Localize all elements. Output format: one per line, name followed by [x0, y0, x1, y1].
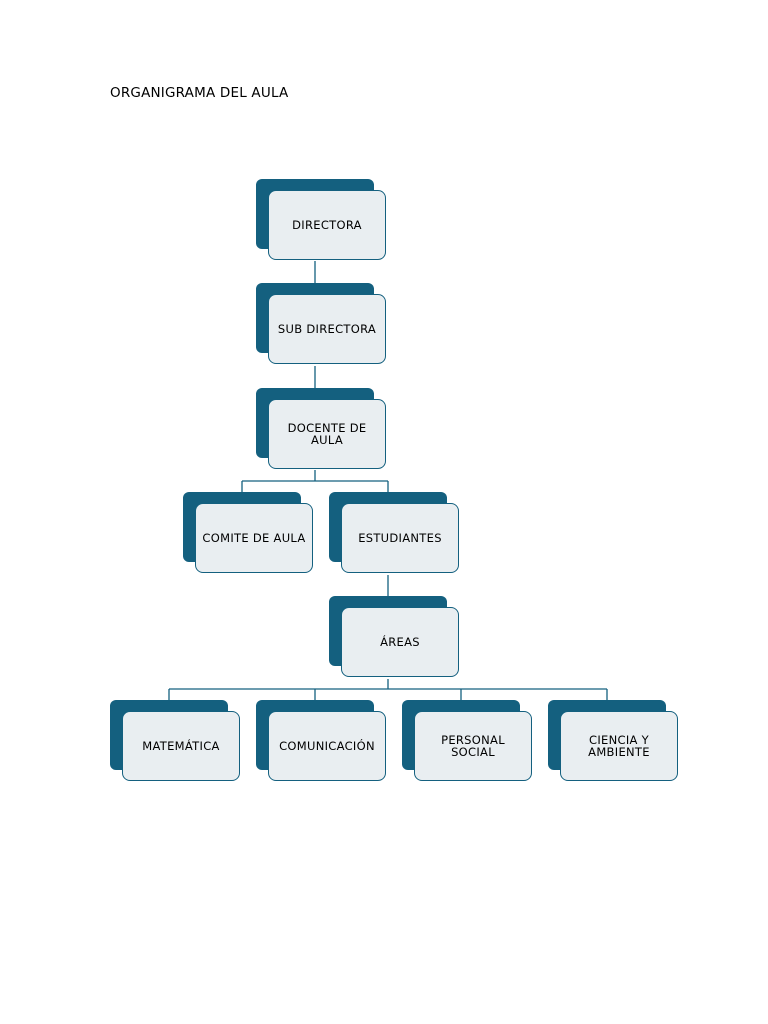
node-comite: COMITE DE AULA — [183, 492, 315, 576]
node-ciencia-label: CIENCIA Y AMBIENTE — [588, 732, 650, 759]
node-sub-directora-label: SUB DIRECTORA — [277, 321, 377, 336]
node-estudiantes-label: ESTUDIANTES — [358, 530, 442, 545]
node-directora-label: DIRECTORA — [292, 217, 362, 232]
node-docente-label: DOCENTE DE AULA — [287, 420, 367, 447]
node-ciencia: CIENCIA Y AMBIENTE — [548, 700, 680, 784]
page-title: ORGANIGRAMA DEL AULA — [110, 85, 289, 101]
node-estudiantes: ESTUDIANTES — [329, 492, 461, 576]
node-areas-label: ÁREAS — [380, 634, 420, 649]
node-comite-label: COMITE DE AULA — [202, 530, 306, 545]
node-docente: DOCENTE DE AULA — [256, 388, 388, 472]
node-directora: DIRECTORA — [256, 179, 388, 263]
node-personal-social-label: PERSONAL SOCIAL — [441, 732, 505, 759]
node-sub-directora: SUB DIRECTORA — [256, 283, 388, 367]
node-comunicacion-label: COMUNICACIÓN — [279, 738, 375, 753]
node-matematica-label: MATEMÁTICA — [142, 738, 220, 753]
node-personal-social: PERSONAL SOCIAL — [402, 700, 534, 784]
node-matematica: MATEMÁTICA — [110, 700, 242, 784]
node-comunicacion: COMUNICACIÓN — [256, 700, 388, 784]
node-areas: ÁREAS — [329, 596, 461, 680]
